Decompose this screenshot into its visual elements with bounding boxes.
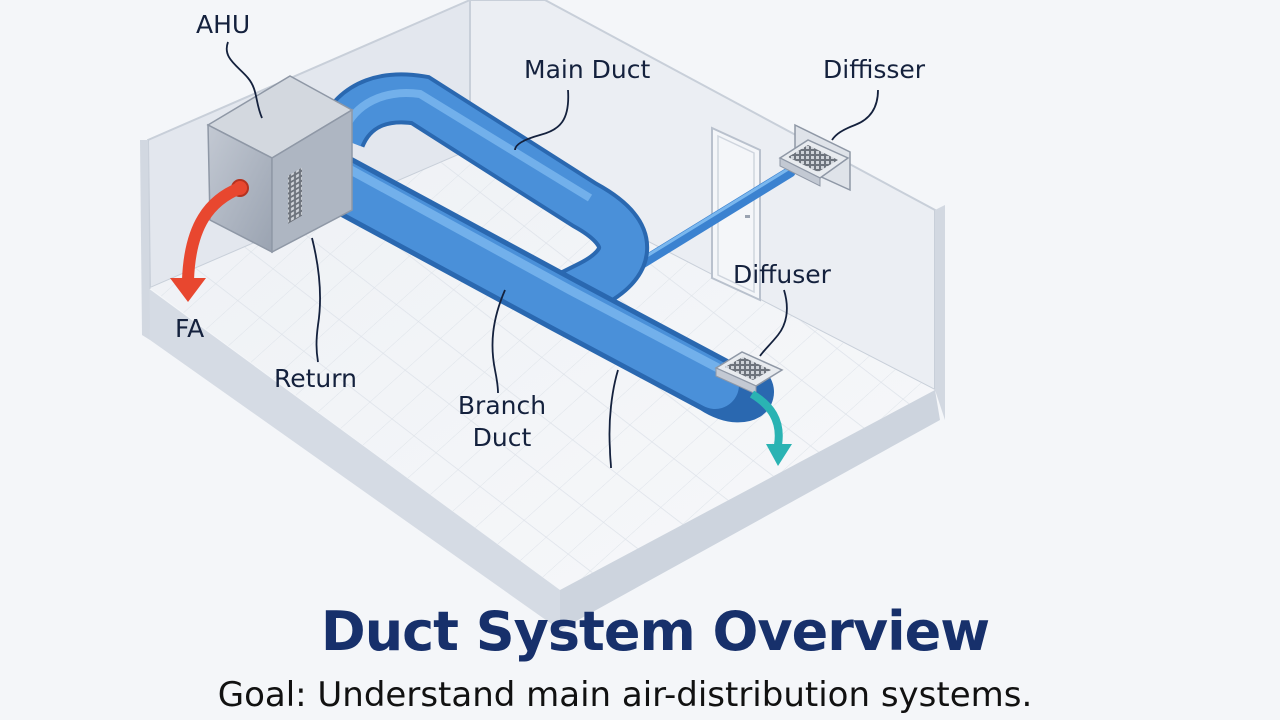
leader-main-duct [514, 89, 570, 151]
label-main-duct: Main Duct [524, 55, 651, 84]
floor-edge-left [148, 288, 560, 630]
branch-duct [301, 149, 774, 423]
label-branch-duct-line2: Duct [472, 423, 532, 452]
supply-arrow [749, 390, 792, 466]
page-title: Duct System Overview [320, 600, 990, 663]
label-branch-duct-line1: Branch [457, 391, 547, 420]
room [140, 0, 945, 630]
label-return: Return [274, 364, 357, 393]
leader-diffisser [831, 89, 879, 141]
door [711, 126, 761, 302]
leader-branch-duct [491, 289, 506, 394]
ahu-unit [206, 75, 354, 254]
ceiling-diffuser [714, 351, 784, 395]
label-diffisser: Diffisser [823, 55, 926, 84]
floor-edge-right [560, 390, 940, 630]
label-fa: FA [175, 314, 205, 343]
leader-return [311, 237, 321, 363]
ahu-return-grille [288, 167, 302, 224]
page-subtitle: Goal: Understand main air-distribution s… [217, 675, 1033, 715]
fa-arrow [170, 182, 243, 302]
right-wall-edge [935, 205, 945, 420]
wall-diffuser [778, 123, 851, 192]
leader-ahu [225, 41, 263, 119]
floor-tiles [150, 150, 935, 590]
label-ahu: AHU [196, 10, 251, 39]
label-diffuser: Diffuser [733, 260, 831, 289]
left-wall-edge [140, 140, 150, 340]
leader-branch-duct-lower [608, 369, 619, 469]
leader-diffuser [759, 289, 788, 357]
leader-lines [225, 41, 879, 469]
label-branch-duct: Branch Duct [452, 390, 552, 454]
